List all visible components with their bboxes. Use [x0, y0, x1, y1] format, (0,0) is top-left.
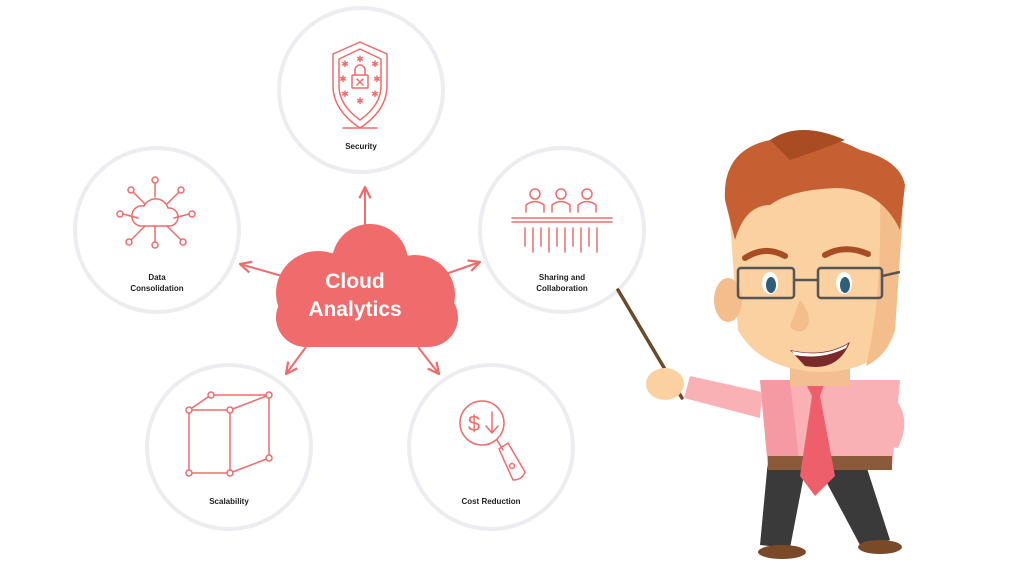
node-scalability[interactable]: Scalability [145, 363, 313, 531]
arrow-to-data-consolidation [238, 260, 283, 277]
node-ring [478, 146, 646, 314]
cloud-network-icon [116, 176, 196, 249]
node-label-scalability: Scalability [209, 497, 249, 506]
svg-text:✱: ✱ [371, 59, 379, 69]
node-label-sharing-line1: Sharing and [539, 273, 585, 282]
cube-icon [185, 391, 273, 477]
node-ring [407, 363, 575, 531]
node-data-consolidation[interactable]: Data Consolidation [73, 146, 241, 314]
node-sharing-collaboration[interactable]: Sharing and Collaboration [478, 146, 646, 314]
node-ring [145, 363, 313, 531]
node-label-data-line1: Data [148, 273, 166, 282]
svg-text:$: $ [468, 411, 480, 436]
svg-text:✱: ✱ [341, 89, 349, 99]
people-meeting-icon [511, 188, 613, 253]
svg-text:✱: ✱ [371, 89, 379, 99]
node-label-data-line2: Consolidation [130, 284, 183, 293]
center-title-line1: Cloud [325, 270, 384, 293]
central-cloud: Cloud Analytics [276, 224, 458, 347]
magnifier-dollar-down-icon: $ [459, 400, 526, 481]
node-label-cost-reduction: Cost Reduction [461, 497, 520, 506]
node-label-sharing-line2: Collaboration [536, 284, 588, 293]
node-security[interactable]: ✱ ✱ ✱ ✱ ✱ ✱ ✱ ✱ Security [277, 6, 445, 174]
svg-text:✱: ✱ [373, 74, 381, 84]
node-ring [73, 146, 241, 314]
arrow-to-scalability [284, 346, 307, 376]
center-title-line2: Analytics [308, 298, 401, 321]
svg-text:✱: ✱ [341, 59, 349, 69]
svg-text:✱: ✱ [356, 96, 364, 106]
presenter-illustration [616, 130, 905, 559]
node-cost-reduction[interactable]: $ Cost Reduction [407, 363, 575, 531]
shield-lock-icon: ✱ ✱ ✱ ✱ ✱ ✱ ✱ ✱ [332, 41, 388, 129]
svg-text:✱: ✱ [339, 74, 347, 84]
arrow-to-cost-reduction [417, 346, 441, 376]
svg-text:✱: ✱ [356, 54, 364, 64]
node-label-security: Security [345, 142, 377, 151]
node-ring [277, 6, 445, 174]
